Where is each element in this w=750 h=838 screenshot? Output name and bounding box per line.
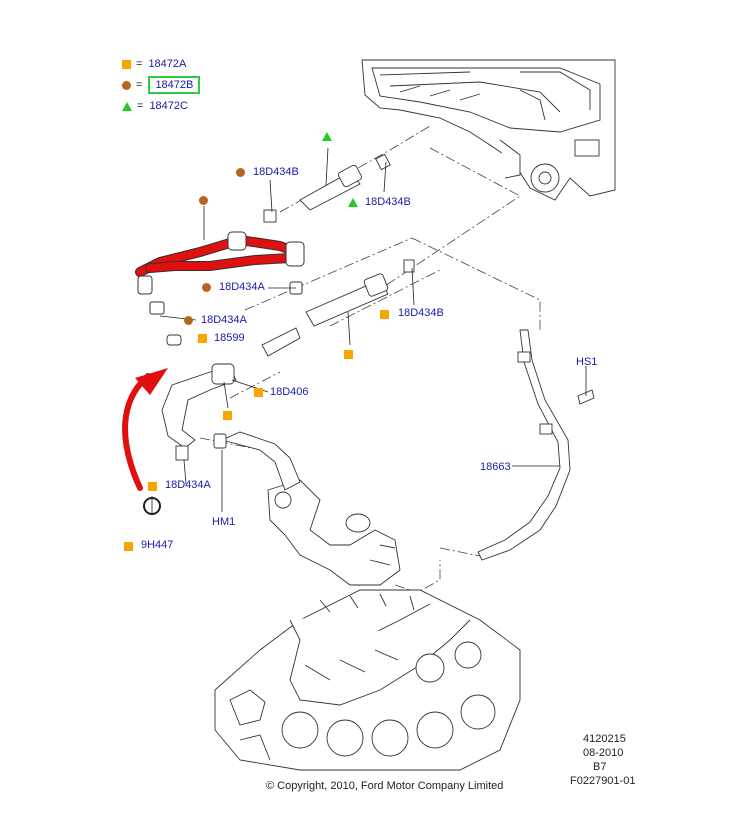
equals-sign: = bbox=[136, 58, 143, 70]
callout-18d434b-top: 18D434B bbox=[253, 166, 299, 178]
revision-date: 08-2010 bbox=[583, 747, 624, 759]
callout-18d434a-1: 18D434A bbox=[219, 281, 265, 293]
square-marker-icon bbox=[223, 411, 232, 420]
callout-18d434a-3: 18D434A bbox=[165, 479, 211, 491]
square-marker-icon bbox=[124, 542, 133, 551]
callout-hs1: HS1 bbox=[576, 356, 598, 368]
square-marker-icon bbox=[198, 334, 207, 343]
square-marker-icon bbox=[254, 388, 263, 397]
figure-id: F0227901-01 bbox=[570, 775, 636, 787]
square-marker-icon bbox=[344, 350, 353, 359]
thermostat-housing-drawing bbox=[267, 479, 401, 586]
equals-sign: = bbox=[137, 100, 144, 112]
callout-18d406: 18D406 bbox=[270, 386, 309, 398]
legend-row-18472b: = 18472B bbox=[122, 76, 201, 94]
reference-number: 4120215 bbox=[583, 733, 626, 745]
callout-18d434b-right: 18D434B bbox=[398, 307, 444, 319]
revision-code: B7 bbox=[593, 761, 607, 773]
legend-code: 18472A bbox=[148, 58, 187, 70]
highlighted-hose-18472b bbox=[135, 231, 305, 315]
circle-marker-icon bbox=[122, 80, 131, 90]
callout-hm1: HM1 bbox=[212, 516, 236, 528]
pcv-tubes bbox=[161, 153, 415, 461]
coolant-hose-hm1 bbox=[213, 431, 301, 491]
square-marker-icon bbox=[148, 482, 157, 491]
legend-code: 18472C bbox=[149, 100, 188, 112]
callout-18663: 18663 bbox=[480, 461, 511, 473]
copyright-text: © Copyright, 2010, Ford Motor Company Li… bbox=[266, 780, 504, 792]
red-arrow bbox=[122, 368, 168, 491]
intake-manifold-drawing bbox=[361, 59, 616, 201]
square-marker-icon bbox=[380, 310, 389, 319]
callout-18599: 18599 bbox=[214, 332, 245, 344]
triangle-marker-icon bbox=[348, 198, 358, 207]
circle-marker-icon bbox=[236, 168, 245, 177]
circle-marker-icon bbox=[202, 283, 211, 292]
square-marker-icon bbox=[122, 59, 131, 69]
coolant-tube-18663 bbox=[477, 329, 595, 561]
callout-9h447: 9H447 bbox=[141, 539, 174, 551]
circle-marker-icon bbox=[184, 316, 193, 325]
callout-18d434a-2: 18D434A bbox=[201, 314, 247, 326]
legend-row-18472a: = 18472A bbox=[122, 57, 186, 71]
equals-sign: = bbox=[136, 79, 143, 91]
circle-marker-icon bbox=[199, 196, 208, 205]
triangle-marker-icon bbox=[122, 101, 132, 111]
legend-row-18472c: = 18472C bbox=[122, 99, 188, 113]
engine-block-drawing bbox=[214, 589, 521, 771]
legend-code-highlighted: 18472B bbox=[148, 76, 201, 94]
callout-18d434b-tri: 18D434B bbox=[365, 196, 411, 208]
triangle-marker-icon bbox=[322, 132, 332, 141]
